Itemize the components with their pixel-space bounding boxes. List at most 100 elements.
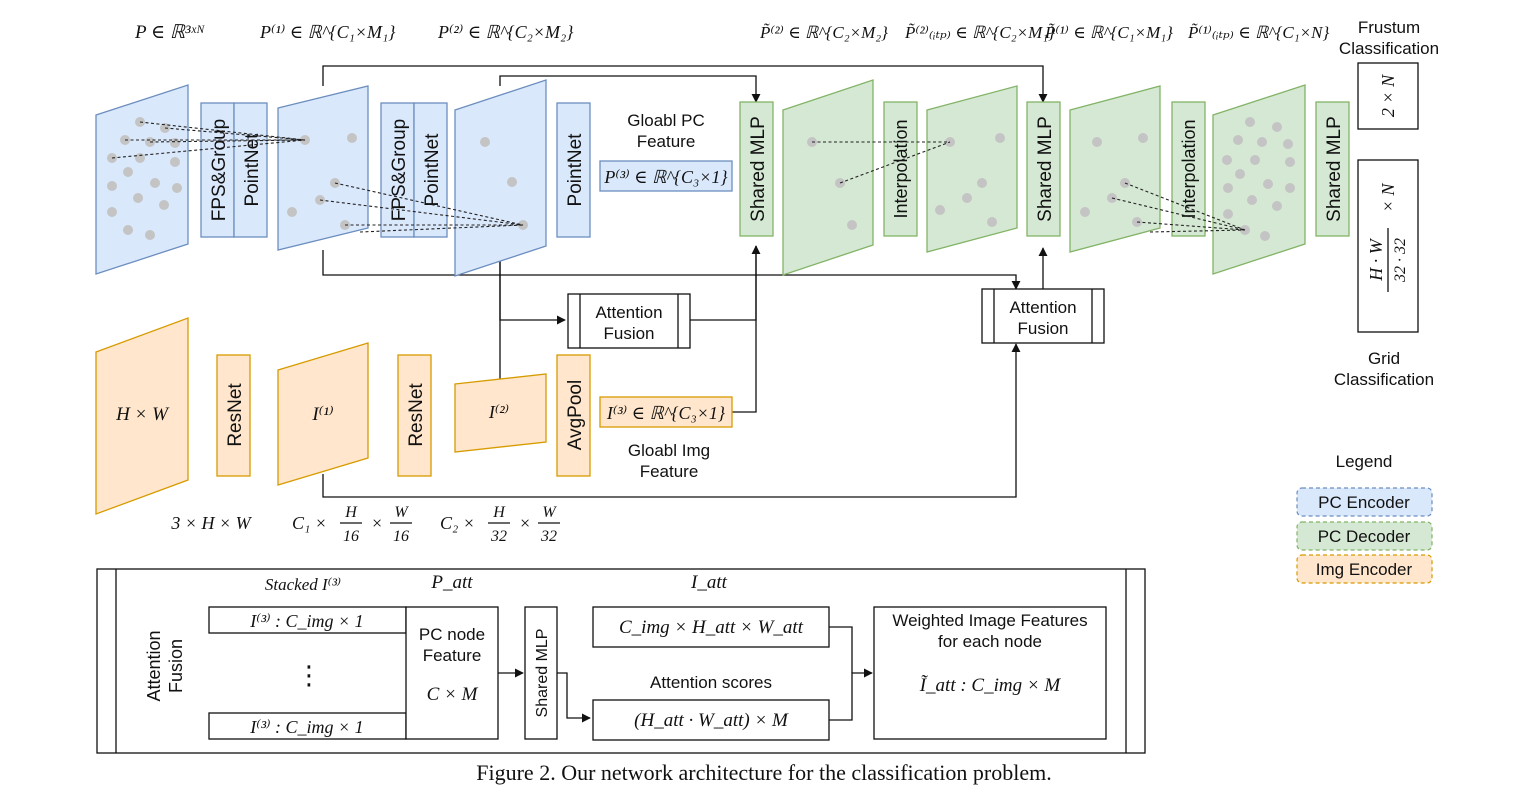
pt1-itp-parallelogram xyxy=(1212,84,1306,275)
svg-text:PC node: PC node xyxy=(419,625,485,644)
global-img-label-1: Gloabl Img xyxy=(628,441,710,460)
detail-shared-mlp-box xyxy=(524,606,558,740)
pt2-itp-parallelogram xyxy=(926,85,1018,253)
fps-group-1-block xyxy=(200,102,235,238)
svg-text:32 · 32: 32 · 32 xyxy=(1392,238,1409,283)
resnet-2-block xyxy=(397,354,432,477)
svg-text:W: W xyxy=(394,504,409,521)
grid-label-2: Classification xyxy=(1334,370,1434,389)
p3-feature-box xyxy=(599,160,733,192)
svg-text:H: H xyxy=(344,504,358,521)
pc-node-feature-box xyxy=(405,606,499,740)
svg-text:Fusion: Fusion xyxy=(1017,319,1068,338)
i2-parallelogram xyxy=(454,373,547,453)
svg-text:Attention: Attention xyxy=(1009,298,1076,317)
img-input-dim: 3 × H × W xyxy=(170,513,252,533)
avgpool-label: AvgPool xyxy=(565,380,586,450)
svg-text:× N: × N xyxy=(1378,183,1398,213)
attention-fusion-1: Attention Fusion xyxy=(567,293,691,349)
svg-text:H: H xyxy=(492,504,506,521)
svg-text:Shared MLP: Shared MLP xyxy=(534,629,551,718)
attention-fusion-2: Attention Fusion xyxy=(981,288,1105,344)
svg-text:Weighted Image Features: Weighted Image Features xyxy=(892,611,1087,630)
frustum-label-2: Classification xyxy=(1339,39,1439,58)
pt2-itp-points xyxy=(935,133,1005,227)
legend-pc-encoder: PC Encoder xyxy=(1296,487,1433,517)
p1-points xyxy=(287,133,357,230)
svg-text:C₂ ×: C₂ × xyxy=(440,513,475,533)
i-att-label: I_att xyxy=(690,572,728,593)
svg-text:×: × xyxy=(371,513,383,533)
svg-text:Attention: Attention xyxy=(595,303,662,322)
svg-text:PC Decoder: PC Decoder xyxy=(1318,527,1411,546)
shared-mlp-1-block xyxy=(739,101,774,237)
svg-text:×: × xyxy=(519,513,531,533)
i3-label: I⁽³⁾ ∈ ℝ^{C₃×1} xyxy=(606,403,726,423)
i3-feature-box xyxy=(599,396,733,428)
frustum-label-1: Frustum xyxy=(1358,18,1420,37)
i1-dim: C₁ × H 16 × W 16 xyxy=(292,504,412,545)
wire-i3-to-mlp1 xyxy=(732,245,761,413)
svg-text:Img Encoder: Img Encoder xyxy=(1316,560,1413,579)
svg-text:for each node: for each node xyxy=(938,632,1042,651)
p1-parallelogram xyxy=(277,85,369,251)
stacked-ellipsis: ⋮ xyxy=(296,660,322,690)
pt2-parallelogram xyxy=(782,79,874,276)
p3-label: P⁽³⁾ ∈ ℝ^{C₃×1} xyxy=(603,167,728,187)
wire-att1-to-mlp1 xyxy=(690,246,757,321)
svg-text:C_img × H_att × W_att: C_img × H_att × W_att xyxy=(619,617,804,638)
i1-label: I⁽¹⁾ xyxy=(311,404,334,425)
avgpool-block xyxy=(556,354,591,477)
pointnet-1-label: PointNet xyxy=(242,133,263,207)
svg-text:I⁽³⁾ : C_img × 1: I⁽³⁾ : C_img × 1 xyxy=(249,611,363,631)
grid-label-1: Grid xyxy=(1368,349,1400,368)
attention-scores-box xyxy=(592,699,830,741)
svg-text:I⁽³⁾ : C_img × 1: I⁽³⁾ : C_img × 1 xyxy=(249,717,363,737)
i1-parallelogram xyxy=(277,342,369,486)
svg-text:16: 16 xyxy=(393,528,409,545)
weighted-image-features-box xyxy=(873,606,1107,740)
p2-parallelogram xyxy=(454,79,547,277)
svg-text:H · W: H · W xyxy=(1366,237,1386,281)
svg-text:Fusion: Fusion xyxy=(166,639,186,693)
resnet-1-label: ResNet xyxy=(225,383,246,447)
frustum-output-dim: 2 × N xyxy=(1378,74,1398,117)
shared-mlp-2-label: Shared MLP xyxy=(1035,116,1056,222)
global-img-label-2: Feature xyxy=(640,462,699,481)
p-att-label: P_att xyxy=(430,572,473,593)
interp-dashed-lines-2 xyxy=(1111,182,1246,233)
pt1-itp-label: P̃⁽¹⁾₍ᵢₜₚ₎ ∈ ℝ^{C₁×N} xyxy=(1187,23,1329,42)
pt2-label: P̃⁽²⁾ ∈ ℝ^{C₂×M₂} xyxy=(759,23,888,42)
pc-input-parallelogram xyxy=(95,84,189,275)
legend-img-encoder: Img Encoder xyxy=(1296,554,1433,584)
resnet-2-label: ResNet xyxy=(406,383,427,447)
interpolation-2-label: Interpolation xyxy=(1179,119,1199,218)
legend-title: Legend xyxy=(1336,452,1393,471)
attention-scores-label: Attention scores xyxy=(650,673,772,692)
fps-group-2-block xyxy=(380,102,415,238)
img-input-label: H × W xyxy=(115,404,170,425)
pt1-parallelogram xyxy=(1069,85,1161,253)
fps-group-2-label: FPS&Group xyxy=(389,119,410,221)
svg-text:Fusion: Fusion xyxy=(603,324,654,343)
figure-caption: Figure 2. Our network architecture for t… xyxy=(476,760,1051,785)
shared-mlp-2-block xyxy=(1026,101,1061,237)
stacked-label: Stacked I⁽³⁾ xyxy=(265,575,341,594)
pt1-label: P̃⁽¹⁾ ∈ ℝ^{C₁×M₁} xyxy=(1044,23,1173,42)
svg-text:Ĩ_att : C_img × M: Ĩ_att : C_img × M xyxy=(919,675,1062,696)
pointnet-3-block xyxy=(556,102,591,238)
pointnet-3-label: PointNet xyxy=(565,133,586,207)
stacked-row-1 xyxy=(208,606,407,634)
svg-text:PC Encoder: PC Encoder xyxy=(1318,493,1410,512)
skip-wire-p2-to-mlp1 xyxy=(499,75,761,103)
interp-dashed-lines-1 xyxy=(812,141,951,184)
resnet-1-block xyxy=(216,354,251,477)
svg-text:Attention: Attention xyxy=(144,630,164,701)
skip-wire-p1-to-mlp2 xyxy=(322,65,1048,103)
svg-text:32: 32 xyxy=(540,528,557,545)
legend-pc-decoder: PC Decoder xyxy=(1296,521,1433,551)
pointnet-1-block xyxy=(233,102,268,238)
shared-mlp-1-label: Shared MLP xyxy=(748,116,769,222)
grouping-dashed-lines-2 xyxy=(319,182,524,233)
